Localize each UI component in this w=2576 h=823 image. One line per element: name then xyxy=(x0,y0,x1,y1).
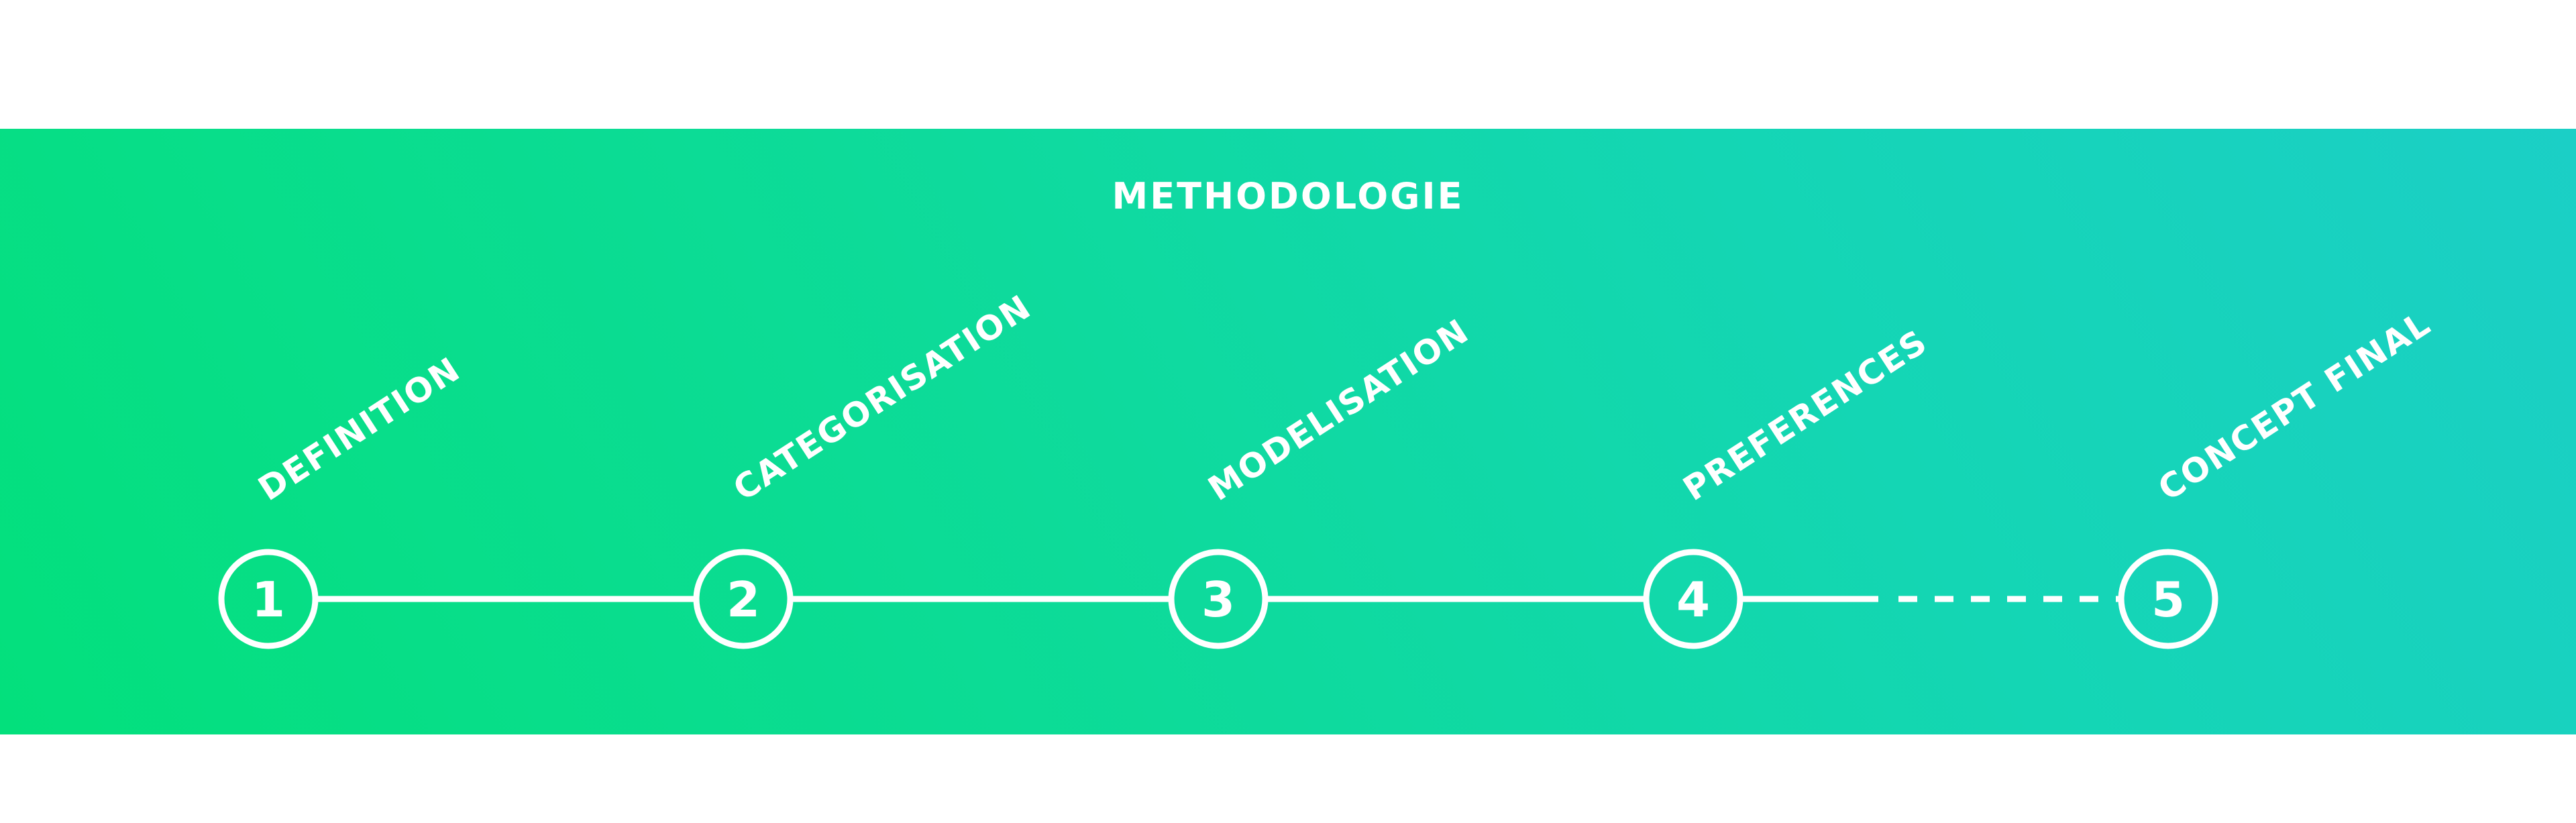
step-4-number: 4 xyxy=(1676,571,1710,628)
step-2-circle xyxy=(693,549,794,649)
step-3-number: 3 xyxy=(1201,571,1235,628)
step-5-label: CONCEPT FINAL xyxy=(2151,304,2438,508)
step-5-circle xyxy=(2118,549,2218,649)
step-4-label: PREFERENCES xyxy=(1676,322,1935,508)
step-1-number: 1 xyxy=(252,571,285,628)
step-5-number: 5 xyxy=(2151,571,2185,628)
step-5: 5 CONCEPT FINAL xyxy=(2118,304,2438,649)
diagram-title: METHODOLOGIE xyxy=(1112,175,1464,217)
step-3-circle xyxy=(1168,549,1269,649)
step-2-number: 2 xyxy=(727,571,760,628)
step-4-circle xyxy=(1643,549,1743,649)
step-1-label: DEFINITION xyxy=(252,349,468,508)
step-2: 2 CATEGORISATION xyxy=(693,287,1038,649)
step-2-label: CATEGORISATION xyxy=(727,287,1038,508)
methodology-banner xyxy=(0,129,2576,734)
step-3-label: MODELISATION xyxy=(1201,311,1476,508)
step-1-circle xyxy=(218,549,319,649)
step-3: 3 MODELISATION xyxy=(1168,311,1476,649)
